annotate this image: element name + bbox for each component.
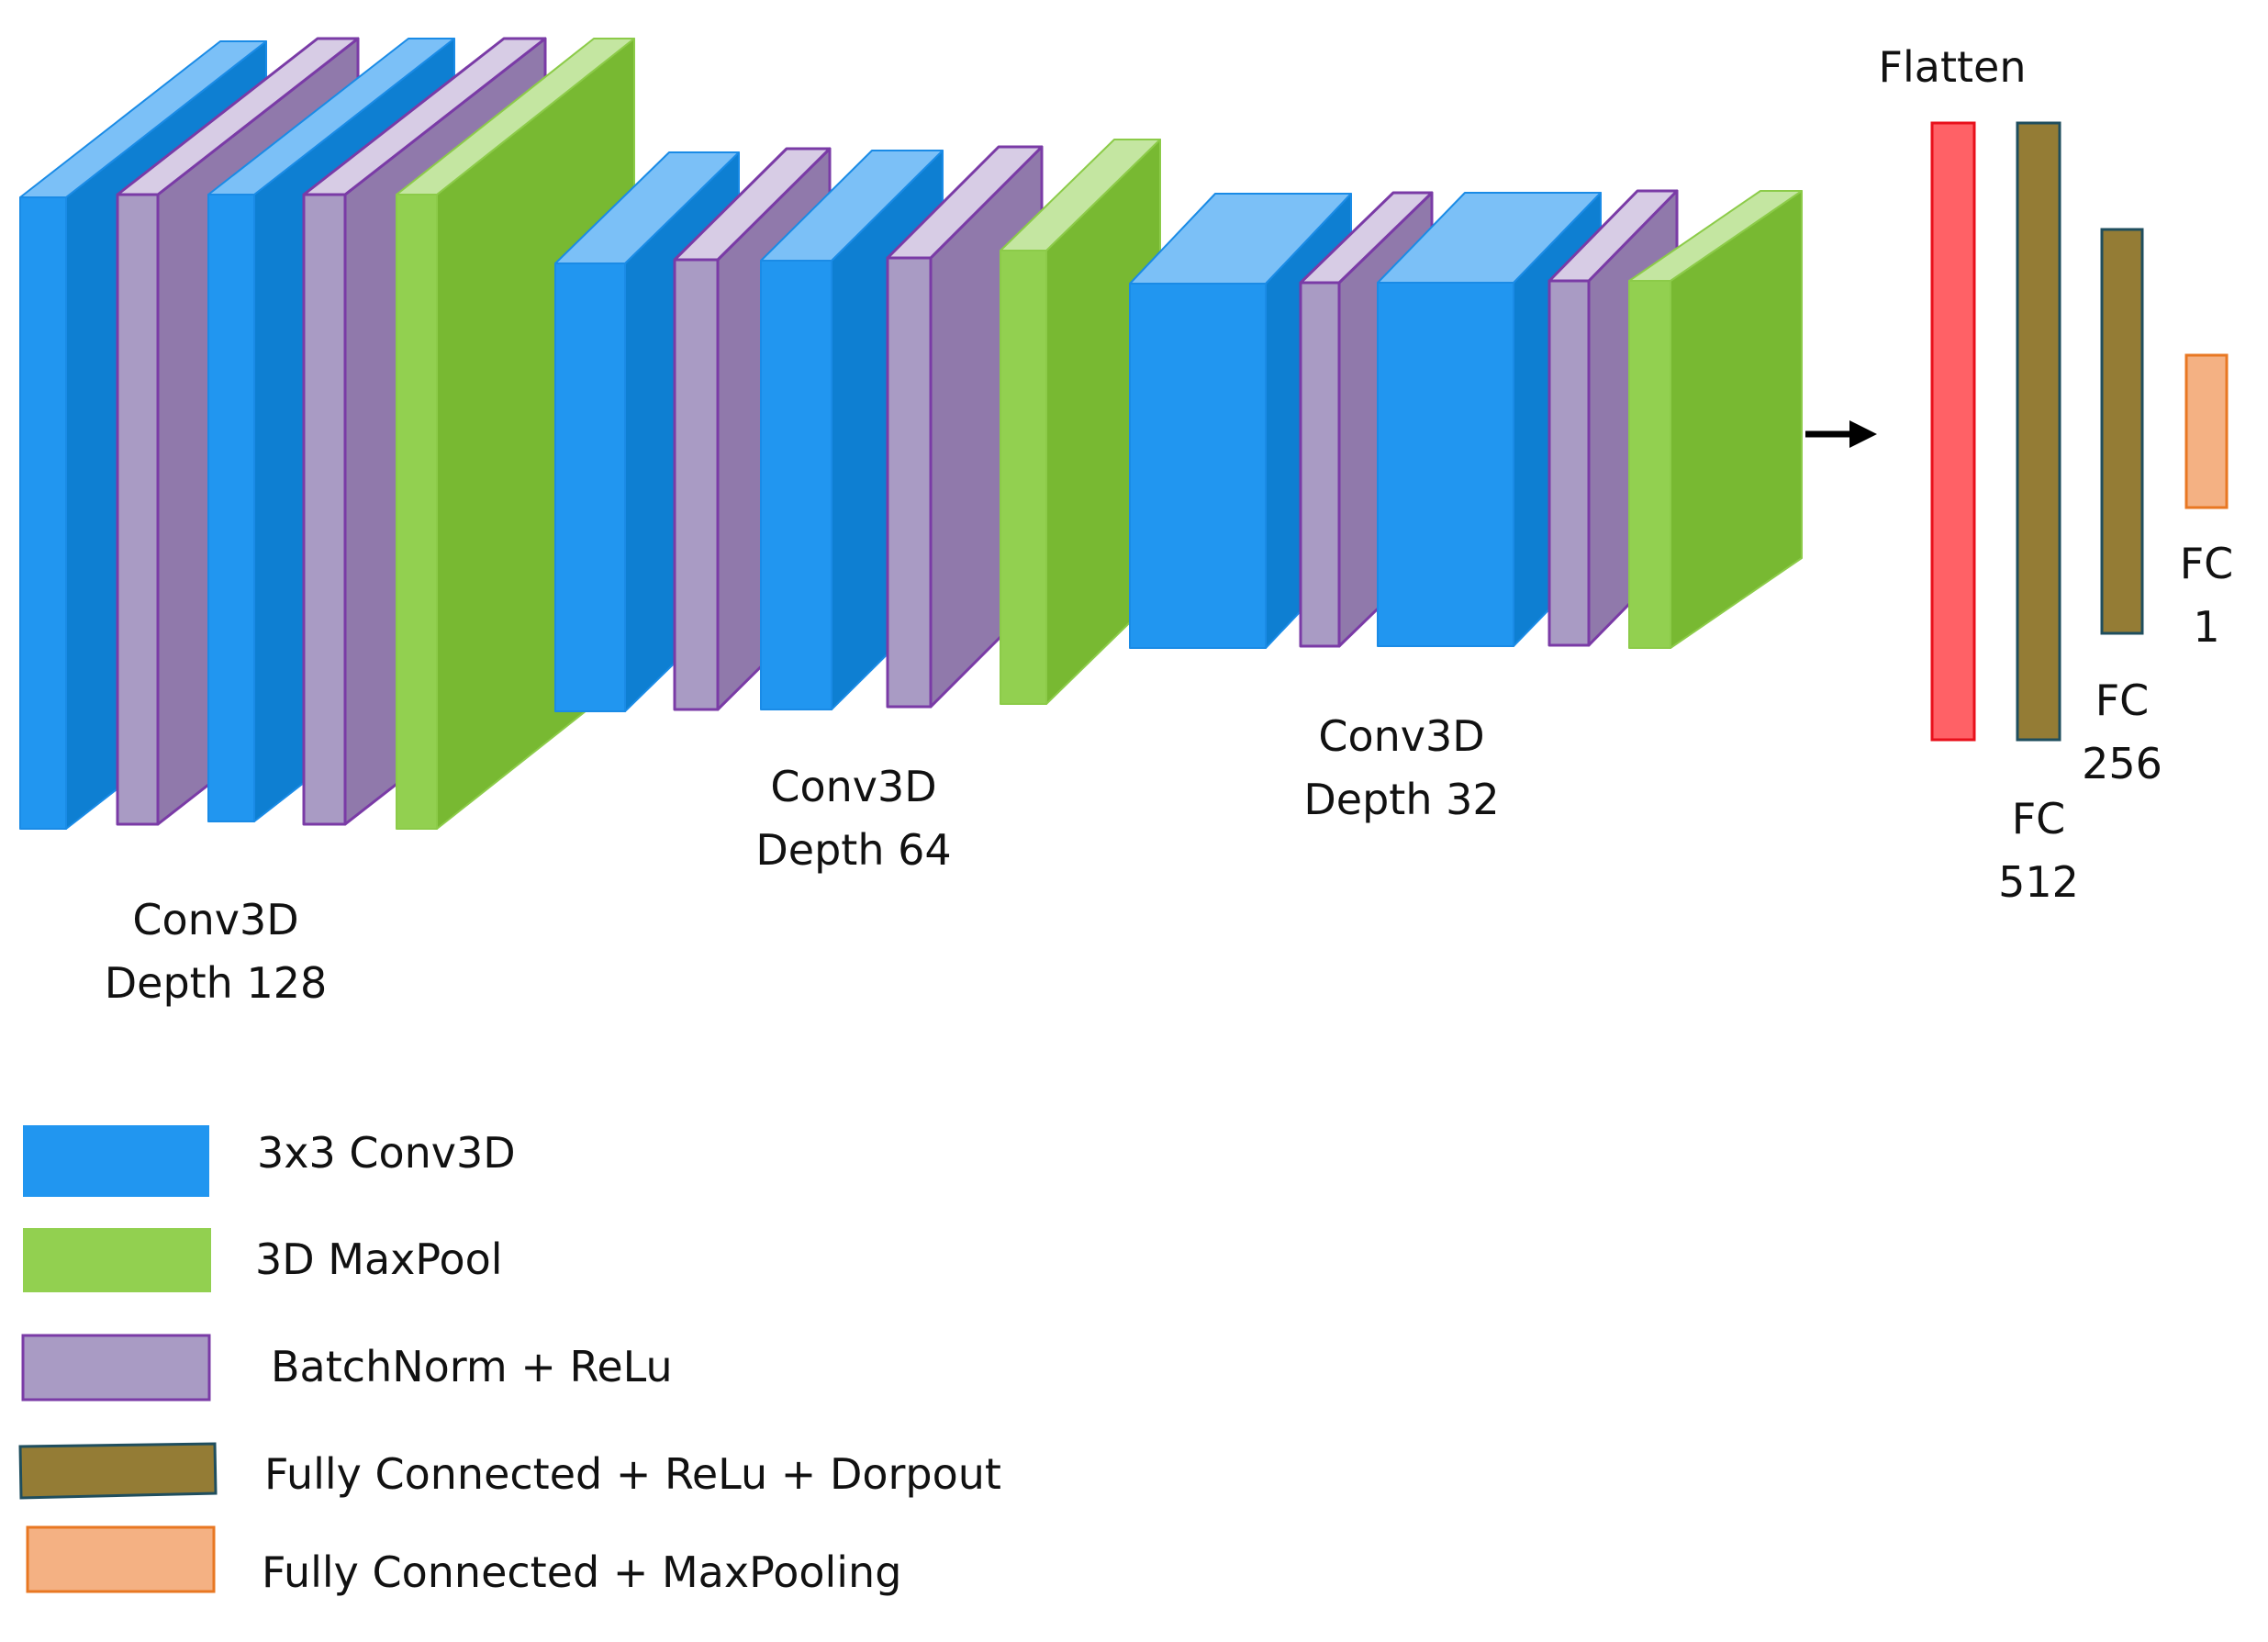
legend-swatch-conv [23,1125,209,1197]
fc-256-layer [2100,228,2144,635]
bn-block-128-a-front [116,193,160,826]
conv-block-64-b-front [760,260,832,710]
conv-block-32-a-front [1129,283,1267,649]
fc-256-label-line2: 256 [2082,739,2162,788]
pool-block-64-front [1000,250,1047,705]
legend-label-pool: 3D MaxPool [255,1234,503,1284]
legend-swatch-batchnorm [21,1334,211,1402]
legend-label-fc-out: Fully Connected + MaxPooling [262,1547,901,1597]
fc-512-layer [2016,121,2061,742]
legend-swatch-fc [18,1442,218,1500]
bn-block-64-b-front [886,256,933,709]
bn-block-128-b-front [302,193,347,826]
arrow-right-icon [1805,420,1877,448]
layer-blocks [19,37,1803,830]
fc-1-label-line1: FC [2180,539,2234,588]
fc-1-label-line2: 1 [2193,602,2219,652]
fc-512-label-line1: FC [2012,794,2066,843]
group-64-label-line1: Conv3D [770,762,936,811]
bn-block-32-b-front [1547,279,1591,647]
legend-label-conv: 3x3 Conv3D [257,1128,516,1178]
conv-block-128-b-front [207,194,255,822]
group-128-label-line2: Depth 128 [105,958,328,1008]
group-128-label-line1: Conv3D [132,895,298,944]
conv-block-32-b-front [1377,282,1514,647]
fc-1-layer [2184,353,2229,509]
fc-256-label-line1: FC [2095,676,2150,725]
fc-512-label-line2: 512 [1998,857,2079,907]
pool-block-32 [1628,190,1803,649]
legend-swatch-pool [23,1228,211,1292]
group-32-label-line2: Depth 32 [1303,775,1499,824]
flatten-label: Flatten [1879,42,2027,92]
pool-block-128-front [396,194,438,830]
legend: 3x3 Conv3D 3D MaxPool BatchNorm + ReLu F… [18,1125,1001,1597]
legend-swatch-fc-out [26,1525,216,1593]
flatten-layer [1930,121,1976,742]
bn-block-64-a-front [673,258,720,711]
legend-label-batchnorm: BatchNorm + ReLu [271,1342,673,1391]
pool-block-32-front [1628,280,1671,649]
conv-block-64-a-front [554,262,626,712]
legend-label-fc: Fully Connected + ReLu + Dorpout [264,1449,1001,1499]
bn-block-32-a-front [1299,281,1341,648]
group-32-label-line1: Conv3D [1318,711,1484,761]
group-64-label-line2: Depth 64 [755,825,951,875]
conv-block-128-a-front [19,196,67,830]
